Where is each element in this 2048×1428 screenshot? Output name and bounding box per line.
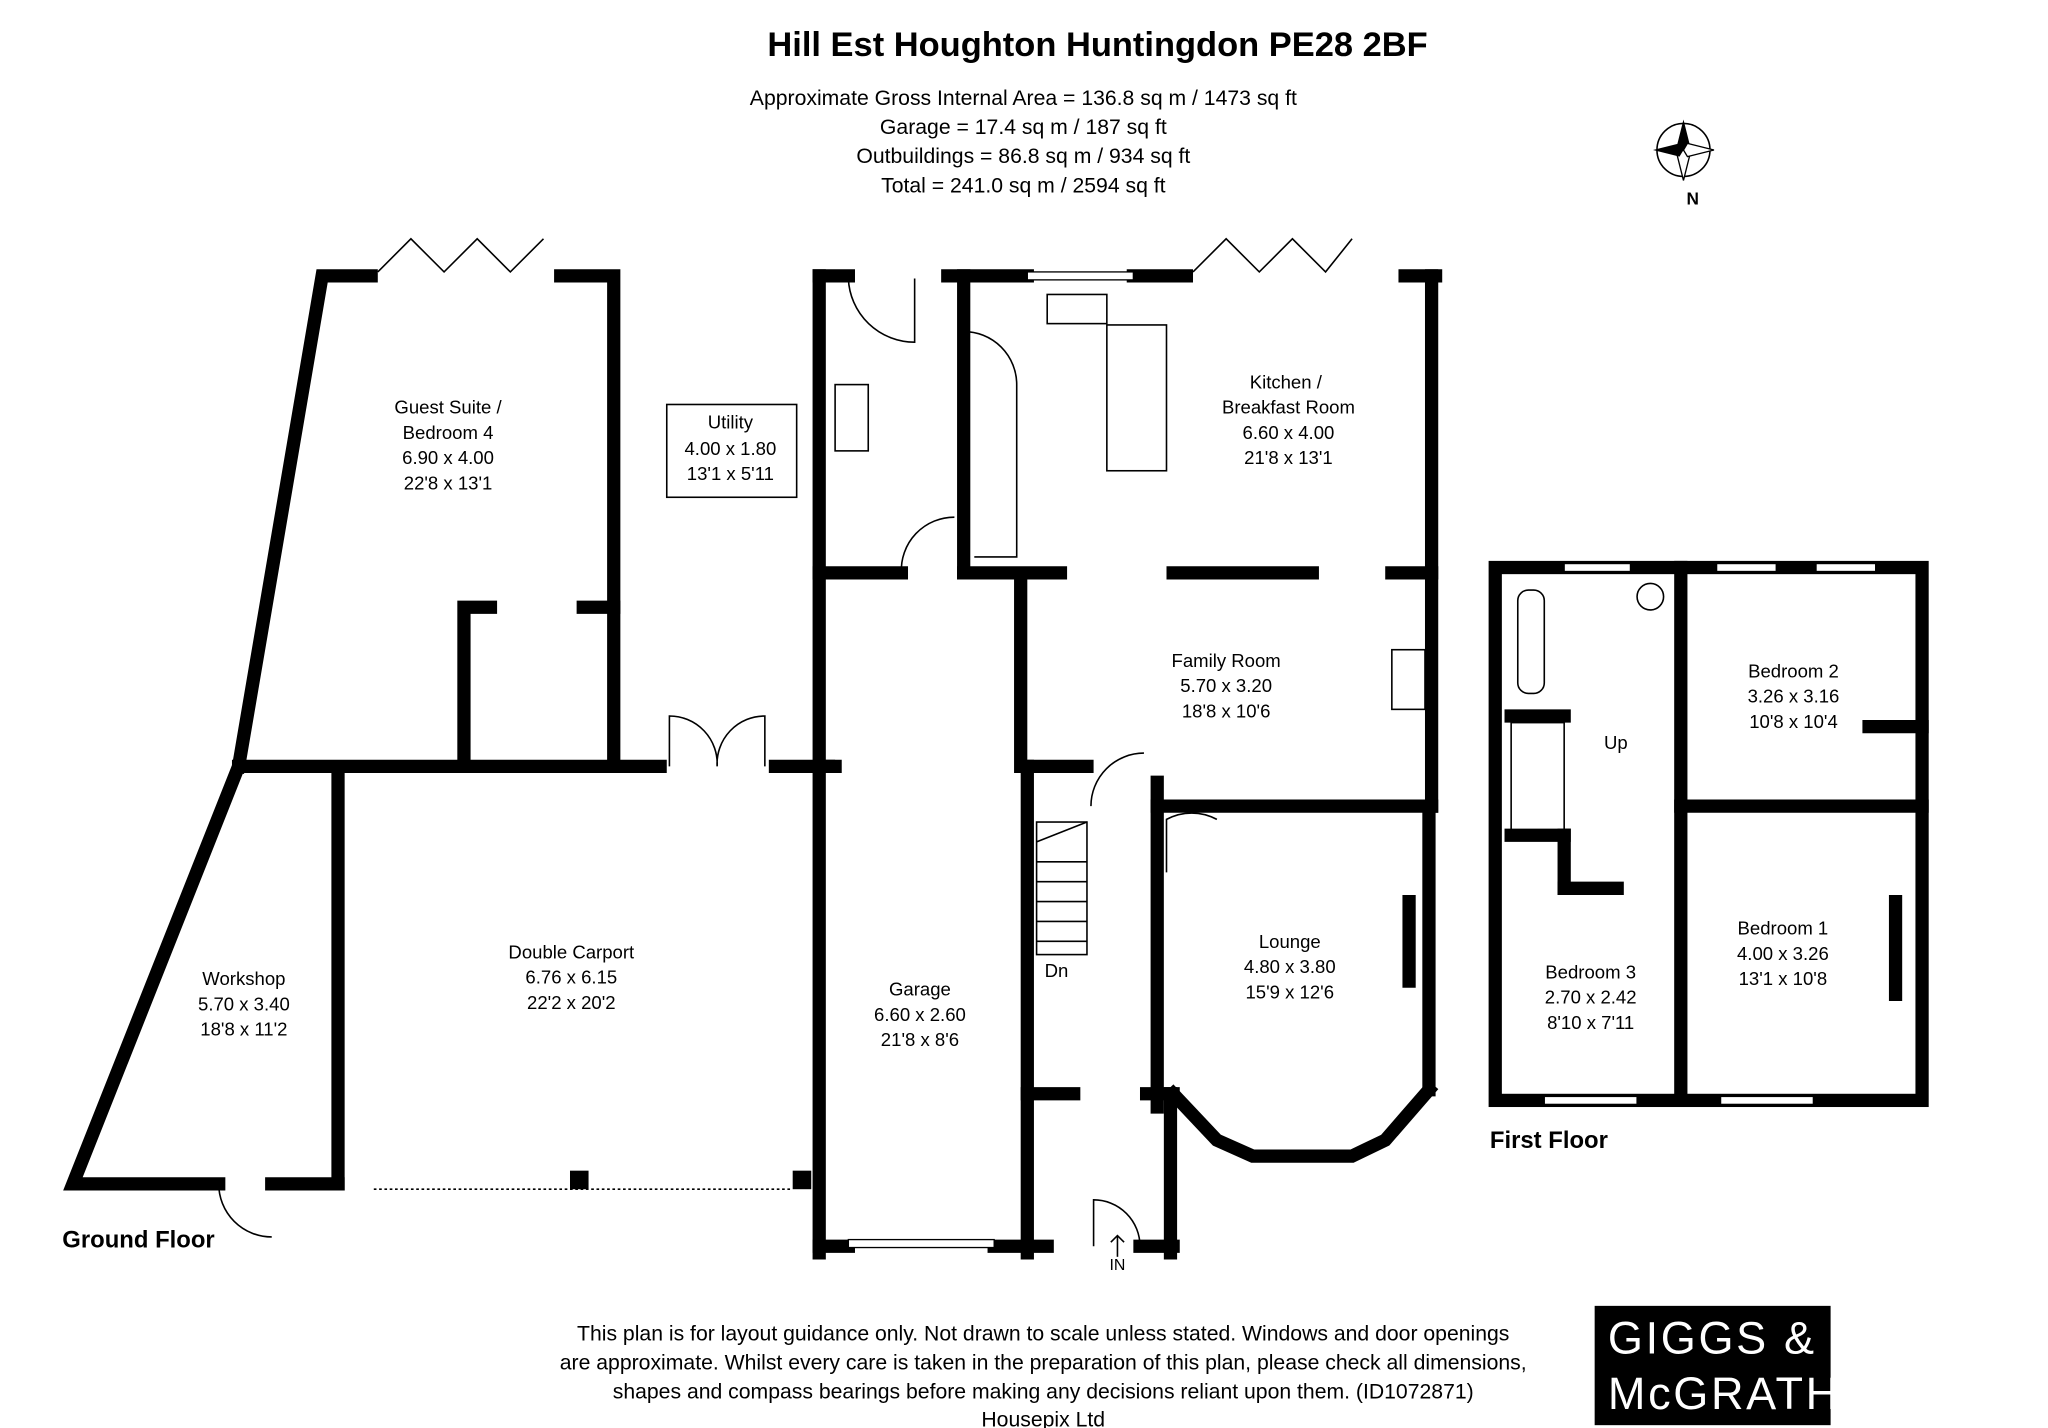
svg-text:shapes and compass bearings be: shapes and compass bearings before makin… xyxy=(613,1381,1474,1404)
svg-text:Garage: Garage xyxy=(889,979,951,1000)
svg-text:13'1 x 10'8: 13'1 x 10'8 xyxy=(1739,968,1828,989)
svg-text:Kitchen /: Kitchen / xyxy=(1250,372,1323,393)
title: Hill Est Houghton Huntingdon PE28 2BF xyxy=(767,26,1427,64)
svg-text:Family Room: Family Room xyxy=(1172,650,1281,671)
svg-text:6.90 x 4.00: 6.90 x 4.00 xyxy=(402,447,494,468)
svg-text:3.26 x 3.16: 3.26 x 3.16 xyxy=(1748,686,1840,707)
svg-text:18'8 x 10'6: 18'8 x 10'6 xyxy=(1182,700,1271,721)
svg-text:10'8 x 10'4: 10'8 x 10'4 xyxy=(1749,711,1838,732)
svg-text:5.70 x 3.40: 5.70 x 3.40 xyxy=(198,993,290,1014)
svg-text:5.70 x 3.20: 5.70 x 3.20 xyxy=(1180,675,1272,696)
svg-text:4.00 x 3.26: 4.00 x 3.26 xyxy=(1737,943,1829,964)
svg-text:15'9 x 12'6: 15'9 x 12'6 xyxy=(1245,981,1334,1002)
svg-text:21'8 x 13'1: 21'8 x 13'1 xyxy=(1244,447,1333,468)
first-floor-walls xyxy=(1488,560,1929,1108)
area-total: Total = 241.0 sq m / 2594 sq ft xyxy=(881,174,1166,197)
giggs-mcgrath-logo: GIGGS & McGRATH xyxy=(1594,1305,1841,1426)
svg-text:Breakfast Room: Breakfast Room xyxy=(1222,397,1355,418)
svg-text:6.76 x 6.15: 6.76 x 6.15 xyxy=(525,967,617,988)
svg-text:Housepix Ltd: Housepix Ltd xyxy=(981,1408,1105,1428)
svg-text:22'2 x 20'2: 22'2 x 20'2 xyxy=(527,992,616,1013)
room-carport: Double Carport 6.76 x 6.15 22'2 x 20'2 xyxy=(508,942,635,1013)
svg-text:Bedroom 3: Bedroom 3 xyxy=(1545,961,1636,982)
svg-text:Guest Suite /: Guest Suite / xyxy=(394,397,502,418)
room-workshop: Workshop 5.70 x 3.40 18'8 x 11'2 xyxy=(198,968,290,1039)
room-lounge: Lounge 4.80 x 3.80 15'9 x 12'6 xyxy=(1244,931,1336,1002)
svg-text:Workshop: Workshop xyxy=(202,968,285,989)
svg-text:6.60 x 4.00: 6.60 x 4.00 xyxy=(1243,422,1335,443)
svg-text:McGRATH: McGRATH xyxy=(1608,1368,1841,1419)
svg-text:This plan is for layout guidan: This plan is for layout guidance only. N… xyxy=(577,1322,1509,1345)
workshop-walls xyxy=(63,757,345,1238)
svg-text:13'1 x 5'11: 13'1 x 5'11 xyxy=(687,463,774,484)
svg-text:Double Carport: Double Carport xyxy=(508,942,635,963)
svg-text:Bedroom 2: Bedroom 2 xyxy=(1748,661,1839,682)
room-bedroom-1: Bedroom 1 4.00 x 3.26 13'1 x 10'8 xyxy=(1737,918,1829,989)
svg-text:Utility: Utility xyxy=(708,411,754,432)
svg-text:22'8 x 13'1: 22'8 x 13'1 xyxy=(404,472,493,493)
staircase xyxy=(1035,821,1088,956)
room-bedroom-3: Bedroom 3 2.70 x 2.42 8'10 x 7'11 xyxy=(1545,961,1637,1032)
guest-suite-walls xyxy=(230,237,667,775)
room-garage: Garage 6.60 x 2.60 21'8 x 8'6 xyxy=(874,979,966,1050)
svg-text:21'8 x 8'6: 21'8 x 8'6 xyxy=(881,1029,959,1050)
svg-text:Bedroom 1: Bedroom 1 xyxy=(1738,918,1829,939)
svg-text:GIGGS &: GIGGS & xyxy=(1608,1313,1817,1364)
area-outbuildings: Outbuildings = 86.8 sq m / 934 sq ft xyxy=(856,145,1190,168)
area-gross: Approximate Gross Internal Area = 136.8 … xyxy=(750,87,1297,110)
stairs-down-label: Dn xyxy=(1045,960,1069,981)
room-kitchen: Kitchen / Breakfast Room 6.60 x 4.00 21'… xyxy=(1222,372,1355,469)
first-floor-label: First Floor xyxy=(1490,1127,1608,1154)
stairs-up-label: Up xyxy=(1604,732,1628,753)
compass-north-label: N xyxy=(1687,188,1699,208)
entrance-arrow-icon xyxy=(1110,1234,1125,1257)
svg-text:4.00 x 1.80: 4.00 x 1.80 xyxy=(684,438,776,459)
svg-text:Lounge: Lounge xyxy=(1259,931,1321,952)
entrance-label: IN xyxy=(1109,1257,1125,1274)
svg-text:8'10 x 7'11: 8'10 x 7'11 xyxy=(1547,1012,1634,1033)
compass-rose-icon: N xyxy=(1652,119,1715,208)
svg-text:are approximate. Whilst every: are approximate. Whilst every care is ta… xyxy=(560,1351,1527,1374)
room-guest-suite: Guest Suite / Bedroom 4 6.90 x 4.00 22'8… xyxy=(394,397,502,494)
svg-text:2.70 x 2.42: 2.70 x 2.42 xyxy=(1545,987,1637,1008)
room-bedroom-2: Bedroom 2 3.26 x 3.16 10'8 x 10'4 xyxy=(1748,661,1840,732)
area-garage: Garage = 17.4 sq m / 187 sq ft xyxy=(880,116,1167,139)
svg-text:6.60 x 2.60: 6.60 x 2.60 xyxy=(874,1004,966,1025)
ground-floor-label: Ground Floor xyxy=(62,1227,214,1254)
svg-text:18'8 x 11'2: 18'8 x 11'2 xyxy=(200,1018,287,1039)
room-family: Family Room 5.70 x 3.20 18'8 x 10'6 xyxy=(1172,650,1281,721)
house-walls xyxy=(812,237,1443,1260)
disclaimer: This plan is for layout guidance only. N… xyxy=(560,1322,1527,1428)
room-utility: Utility 4.00 x 1.80 13'1 x 5'11 xyxy=(665,403,798,499)
svg-text:Bedroom 4: Bedroom 4 xyxy=(403,422,494,443)
svg-text:4.80 x 3.80: 4.80 x 3.80 xyxy=(1244,956,1336,977)
